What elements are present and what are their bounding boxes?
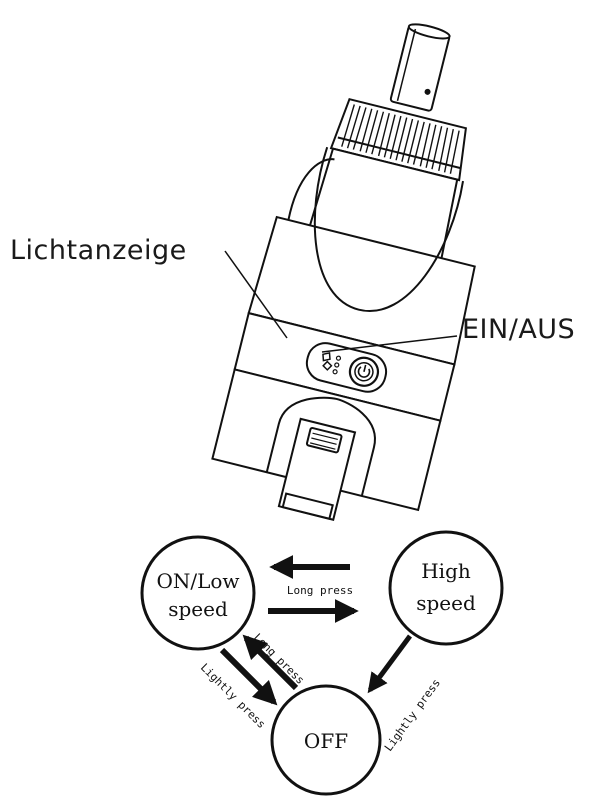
power-leader-line: [321, 335, 458, 353]
nozzle-tube: [389, 23, 451, 112]
indicator-leader-line: [224, 250, 288, 339]
arrow-off-to-low: [242, 634, 299, 691]
control-band: [233, 311, 456, 422]
transition-high-off-label: Lightly press: [382, 676, 443, 753]
clip-latch: [277, 417, 357, 521]
transition-low-high-label: Long press: [287, 584, 353, 597]
power-button[interactable]: [347, 355, 381, 389]
arrow-low-to-off: [219, 647, 278, 706]
state-high-line1: High: [421, 559, 471, 583]
transition-off-low-label: Lightly press: [198, 661, 268, 731]
power-label: EIN/AUS: [462, 314, 575, 345]
transition-low-off-label: Long press: [251, 631, 307, 687]
arrow-high-to-off: [367, 634, 413, 694]
ribbed-cap: [329, 97, 468, 182]
state-off-label: OFF: [304, 729, 348, 753]
state-high-line2: speed: [416, 591, 476, 615]
callout-power: EIN/AUS: [321, 314, 575, 353]
lower-base: [211, 368, 442, 521]
state-high: High speed: [388, 530, 504, 646]
state-on-low-line2: speed: [168, 597, 228, 621]
indicator-label: Lichtanzeige: [10, 235, 187, 266]
state-on-low: ON/Low speed: [140, 535, 256, 651]
state-diagram: ON/Low speed High speed OFF Long press L…: [140, 530, 504, 796]
callout-indicator: Lichtanzeige: [10, 235, 288, 339]
fan-icon: [322, 351, 333, 371]
state-off: OFF: [270, 684, 382, 796]
device-illustration: [211, 23, 476, 521]
state-on-low-line1: ON/Low: [156, 569, 239, 593]
